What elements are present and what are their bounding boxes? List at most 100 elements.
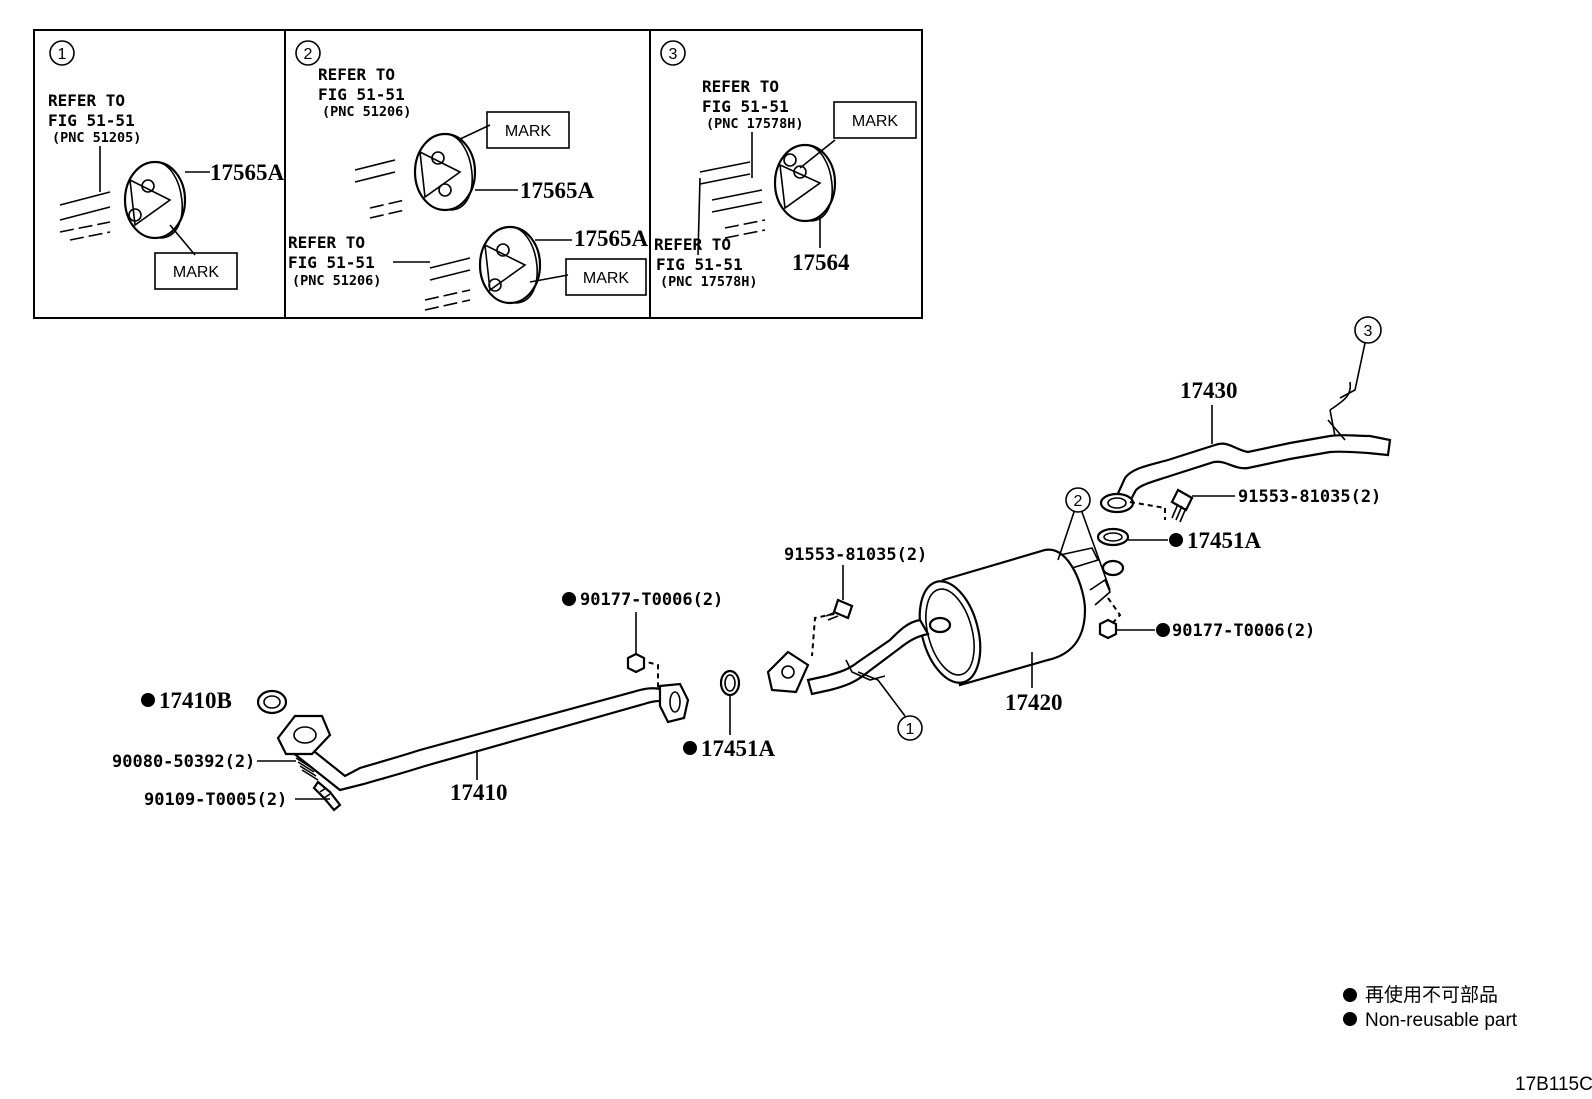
bolt-90109	[312, 780, 342, 812]
refer-text-3a-line2: FIG 51-51	[702, 97, 789, 116]
non-reusable-dot-90177-right	[1156, 623, 1170, 637]
gasket-17410B	[256, 689, 288, 715]
inset-frame	[33, 29, 923, 319]
non-reusable-dot-90177-left	[562, 592, 576, 606]
legend-line-1: 再使用不可部品	[1365, 984, 1498, 1006]
legend: 再使用不可部品 Non-reusable part	[1343, 984, 1518, 1031]
callout-circle-2	[1065, 487, 1091, 513]
leader-mark-2a	[457, 124, 491, 141]
inset-number-circle-3	[660, 40, 686, 66]
part-17565A-panel1: 17565A	[210, 160, 285, 185]
part-17565A-panel2a: 17565A	[520, 178, 595, 203]
inset-number-circle-1	[49, 40, 75, 66]
inset-panel-1: 1 REFER TO FIG 51-51 (PNC 51205) 17565A …	[48, 40, 285, 290]
leader-mark-2b	[529, 274, 569, 283]
rubber-hanger-2a	[413, 132, 477, 212]
legend-line-2: Non-reusable part	[1365, 1010, 1518, 1031]
part-17565A-panel2b: 17565A	[574, 226, 649, 251]
inset-number-2: 2	[304, 46, 313, 63]
refer-text-3a-line1: REFER TO	[702, 77, 779, 96]
pipe-stub-2a	[354, 159, 396, 183]
refer-text-2a-line3: (PNC 51206)	[322, 104, 411, 120]
inset-panel-3: 3 REFER TO FIG 51-51 (PNC 17578H) MARK R…	[654, 40, 917, 290]
dash-bolt-top	[1129, 501, 1166, 520]
gasket-17451A-top	[1096, 527, 1130, 547]
refer-text-3b-line3: (PNC 17578H)	[660, 274, 758, 290]
muffler-17420	[806, 547, 1125, 696]
spring-90080	[295, 757, 319, 781]
mark-label-2b: MARK	[583, 270, 630, 287]
part-91553-top: 91553-81035(2)	[1238, 487, 1381, 507]
part-17564: 17564	[792, 250, 850, 275]
legend-dot-2	[1343, 1012, 1357, 1026]
refer-text-2b-line1: REFER TO	[288, 233, 365, 252]
non-reusable-dot-17410B	[141, 693, 155, 707]
callout-1-leader	[857, 671, 906, 717]
non-reusable-dot-17451A-top	[1169, 533, 1183, 547]
inset-panel-2: 2 REFER TO FIG 51-51 (PNC 51206) MARK 17…	[288, 40, 649, 311]
nut-90177-left	[626, 652, 646, 674]
refer-text-2b-line2: FIG 51-51	[288, 253, 375, 272]
pipe-stub-3b	[711, 189, 763, 213]
refer-text-1-line3: (PNC 51205)	[52, 130, 141, 146]
refer-text-2a-line1: REFER TO	[318, 65, 395, 84]
pipe-stub-1b	[59, 221, 111, 241]
callout-3-leader	[1339, 342, 1366, 399]
part-17410B: 17410B	[159, 688, 232, 713]
pipe-stub-2b	[369, 199, 406, 219]
part-17451A-bottom: 17451A	[701, 736, 776, 761]
part-17410: 17410	[450, 780, 508, 805]
callout-circle-1	[897, 715, 923, 741]
part-17420: 17420	[1005, 690, 1063, 715]
inset-number-1: 1	[58, 46, 67, 63]
leader-mark-1	[169, 224, 196, 256]
nut-90177-right	[1098, 618, 1118, 640]
part-90177-left: 90177-T0006(2)	[580, 590, 723, 610]
mark-box-3	[833, 101, 917, 139]
inset-number-circle-2	[295, 40, 321, 66]
part-17430: 17430	[1180, 378, 1238, 403]
callout-1: 1	[906, 721, 915, 738]
pipe-stub-2d	[424, 289, 471, 311]
mark-box-2b	[565, 258, 647, 296]
callout-2-leader	[1057, 511, 1111, 591]
gasket-17451A-bottom	[719, 669, 741, 697]
mark-label-3: MARK	[852, 113, 899, 130]
inset-number-3: 3	[669, 46, 678, 63]
refer-text-3b-line1: REFER TO	[654, 235, 731, 254]
part-90109: 90109-T0005(2)	[144, 790, 287, 810]
mark-box-1	[154, 252, 238, 290]
dash-nut-left	[639, 659, 659, 688]
part-90177-right: 90177-T0006(2)	[1172, 621, 1315, 641]
tail-pipe-17430	[1099, 381, 1392, 514]
refer-text-3b-line2: FIG 51-51	[656, 255, 743, 274]
refer-leader-3b	[697, 177, 701, 256]
rubber-hanger-2b	[478, 225, 542, 305]
mark-label-2a: MARK	[505, 123, 552, 140]
part-17451A-top: 17451A	[1187, 528, 1262, 553]
refer-text-2b-line3: (PNC 51206)	[292, 273, 381, 289]
callout-circle-3	[1354, 316, 1382, 344]
refer-text-3a-line3: (PNC 17578H)	[706, 116, 804, 132]
dash-nut-right	[1107, 597, 1122, 629]
bolt-91553-mid	[825, 598, 854, 621]
figure-code: 17B115C	[1515, 1074, 1592, 1095]
callout-3: 3	[1364, 323, 1373, 340]
rubber-hanger-3	[773, 143, 837, 223]
part-90080: 90080-50392(2)	[112, 752, 255, 772]
refer-text-1-line1: REFER TO	[48, 91, 125, 110]
front-pipe-17410	[276, 682, 690, 792]
pipe-stub-3c	[724, 219, 766, 239]
pipe-stub-1a	[59, 191, 111, 221]
pipe-stub-2c	[429, 257, 471, 281]
leader-mark-3	[799, 139, 836, 169]
muffler-inlet-flange	[766, 650, 810, 694]
non-reusable-dot-17451A-bottom	[683, 741, 697, 755]
mark-label-1: MARK	[173, 264, 220, 281]
callout-2: 2	[1074, 493, 1083, 510]
refer-text-2a-line2: FIG 51-51	[318, 85, 405, 104]
mark-box-2a	[486, 111, 570, 149]
pipe-stub-3a	[699, 161, 751, 185]
refer-text-1-line2: FIG 51-51	[48, 111, 135, 130]
